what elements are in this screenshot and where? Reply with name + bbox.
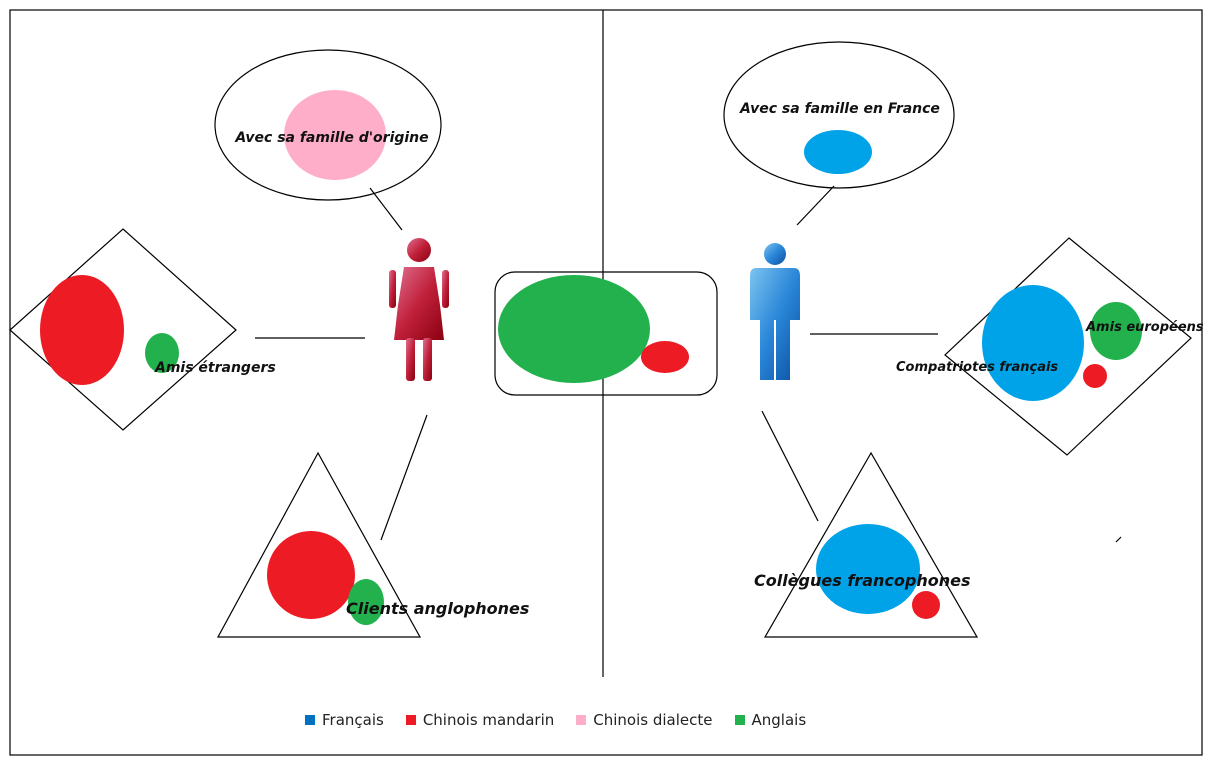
right-compatriots-french-circle — [982, 285, 1084, 401]
legend-item-francais: Français — [305, 711, 384, 729]
legend-item-anglais: Anglais — [734, 711, 807, 729]
left-friends-mandarin-circle — [40, 275, 124, 385]
dialect-circle — [284, 90, 386, 180]
right-compatriots-label: Compatriotes français — [896, 360, 1058, 375]
shared-group — [494, 271, 718, 396]
shared-mandarin-circle — [641, 341, 689, 373]
left-family-label: Avec sa famille d'origine — [234, 130, 428, 146]
outer-frame — [9, 9, 1203, 756]
left-friends-group: Amis étrangers — [9, 228, 276, 431]
legend-label: Chinois mandarin — [422, 711, 555, 729]
right-compatriots-mandarin-circle — [1083, 364, 1107, 388]
left-clients-label: Clients anglophones — [346, 599, 529, 618]
right-family-label: Avec sa famille en France — [739, 101, 940, 117]
man-family-link — [796, 185, 835, 226]
left-clients-group: Clients anglophones — [216, 451, 529, 638]
legend-label: Chinois dialecte — [593, 711, 713, 729]
right-compatriots-group: Amis européens Compatriotes français — [896, 237, 1204, 456]
shared-english-circle — [498, 275, 650, 383]
legend-item-chinois-mandarin: Chinois mandarin — [405, 711, 555, 729]
left-family-ellipse — [214, 49, 442, 201]
legend-label: Français — [322, 711, 384, 729]
legend-item-chinois-dialecte: Chinois dialecte — [576, 711, 713, 729]
man-icon — [750, 243, 800, 380]
legend: Français Chinois mandarin Chinois dialec… — [305, 708, 828, 732]
left-friends-diamond — [9, 228, 237, 431]
left-clients-mandarin-circle — [267, 531, 355, 619]
left-friends-english-circle — [145, 333, 179, 373]
right-family-ellipse — [723, 41, 955, 189]
right-colleagues-french-circle — [816, 524, 920, 614]
right-colleagues-group: Collègues francophones — [754, 451, 979, 638]
right-friends-english-circle — [1090, 302, 1142, 360]
right-friends-label: Amis européens — [1085, 320, 1204, 335]
legend-swatch — [576, 715, 587, 725]
legend-swatch — [305, 715, 315, 725]
right-family-french-circle — [804, 130, 872, 174]
right-compatriots-diamond — [944, 237, 1192, 456]
man-colleagues-link — [761, 410, 819, 522]
right-family-group: Avec sa famille en France — [723, 41, 955, 189]
left-clients-triangle — [216, 451, 422, 638]
left-family-group: Avec sa famille d'origine — [214, 49, 442, 201]
shared-rounded-box — [494, 271, 718, 396]
woman-family-link — [369, 187, 403, 231]
right-colleagues-triangle — [763, 451, 979, 638]
woman-clients-link — [380, 414, 428, 541]
left-clients-english-circle — [348, 579, 384, 625]
legend-swatch — [405, 715, 416, 725]
legend-swatch — [734, 715, 745, 725]
right-colleagues-mandarin-circle — [912, 591, 940, 619]
left-friends-label: Amis étrangers — [154, 360, 276, 376]
stray-mark — [1115, 536, 1122, 543]
right-colleagues-label: Collègues francophones — [754, 571, 970, 590]
woman-icon — [389, 238, 449, 381]
legend-label: Anglais — [751, 711, 807, 729]
